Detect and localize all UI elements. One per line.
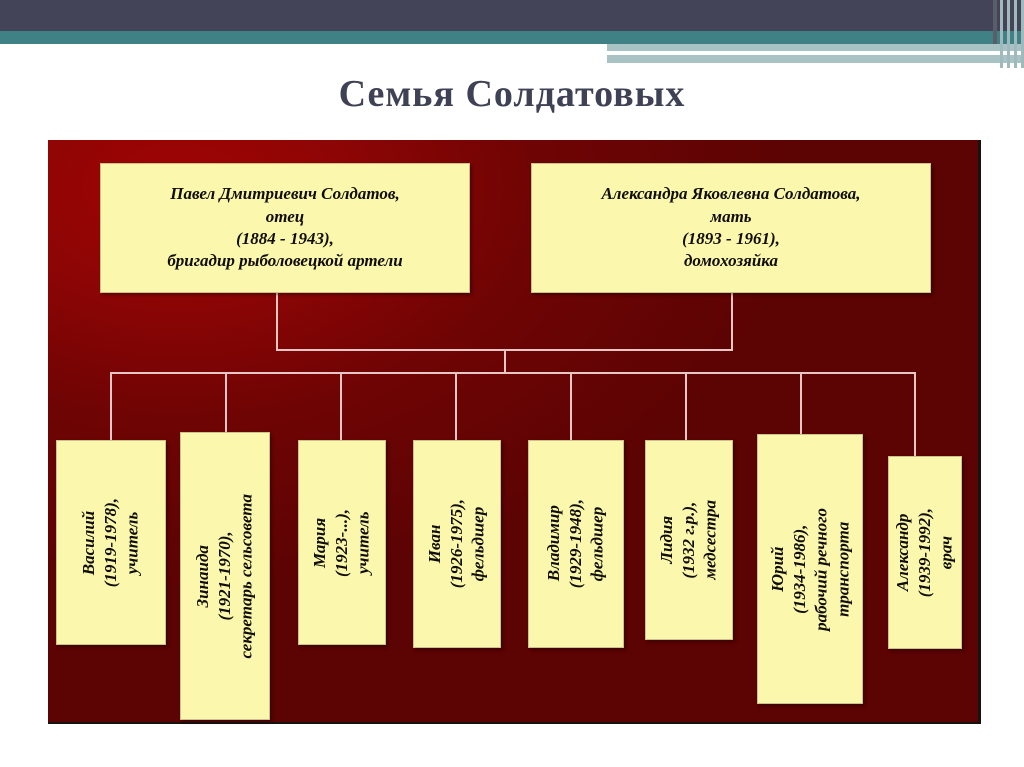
node-child-6[interactable]: Лидия (1932 г.р.), медсестра: [645, 440, 733, 640]
node-child-1-text: Василий (1919-1978), учитель: [79, 497, 142, 588]
node-father[interactable]: Павел Дмитриевич Солдатов, отец (1884 - …: [100, 163, 470, 293]
header-band-white-2: [838, 63, 1024, 68]
header-band-teal: [0, 31, 1024, 44]
connector-child-drop-6: [685, 372, 687, 440]
header-band-light-2: [607, 55, 1024, 63]
node-father-text: Павел Дмитриевич Солдатов, отец (1884 - …: [167, 184, 403, 271]
connector-child-drop-4: [455, 372, 457, 440]
node-child-5-text: Владимир (1929-1948), фельдшер: [544, 499, 607, 589]
header-band-white-1: [607, 51, 947, 55]
node-child-4-text: Иван (1926-1975), фельдшер: [425, 499, 488, 589]
node-child-5[interactable]: Владимир (1929-1948), фельдшер: [528, 440, 624, 648]
node-mother-text: Александра Яковлевна Солдатова, мать (18…: [601, 184, 861, 271]
connector-child-drop-2: [225, 372, 227, 432]
header-stripe-1: [1000, 0, 1003, 68]
header-band-dark: [0, 0, 1024, 31]
page-title: Семья Солдатовых: [338, 73, 686, 115]
connector-child-drop-8: [914, 372, 916, 456]
node-child-2-text: Зинаида (1921-1970), секретарь сельсовет…: [193, 493, 256, 659]
node-child-3-text: Мария (1923-...), учитель: [310, 508, 373, 577]
connector-child-drop-3: [340, 372, 342, 440]
connector-child-drop-7: [800, 372, 802, 434]
header-stripe-dark: [993, 0, 997, 44]
node-child-2[interactable]: Зинаида (1921-1970), секретарь сельсовет…: [180, 432, 270, 720]
node-child-8-text: Александр (1939-1992), врач: [893, 507, 956, 598]
connector-center-drop: [504, 349, 506, 373]
header-stripe-3: [1014, 0, 1017, 68]
family-tree-panel: Павел Дмитриевич Солдатов, отец (1884 - …: [48, 140, 981, 724]
node-child-7-text: Юрий (1934-1986), рабочий речного трансп…: [767, 507, 852, 631]
connector-children-bus: [110, 372, 915, 374]
connector-mother-drop: [731, 292, 733, 350]
node-child-6-text: Лидия (1932 г.р.), медсестра: [657, 500, 720, 580]
node-child-1[interactable]: Василий (1919-1978), учитель: [56, 440, 166, 645]
header-stripe-2: [1007, 0, 1010, 68]
connector-child-drop-1: [110, 372, 112, 440]
header-stripe-4: [1021, 0, 1024, 68]
connector-child-drop-5: [570, 372, 572, 440]
connector-father-drop: [276, 292, 278, 350]
node-child-7[interactable]: Юрий (1934-1986), рабочий речного трансп…: [757, 434, 863, 704]
header-band-light-1: [607, 44, 1024, 51]
node-child-4[interactable]: Иван (1926-1975), фельдшер: [413, 440, 501, 648]
node-mother[interactable]: Александра Яковлевна Солдатова, мать (18…: [531, 163, 931, 293]
node-child-3[interactable]: Мария (1923-...), учитель: [298, 440, 386, 645]
node-child-8[interactable]: Александр (1939-1992), врач: [888, 456, 962, 649]
